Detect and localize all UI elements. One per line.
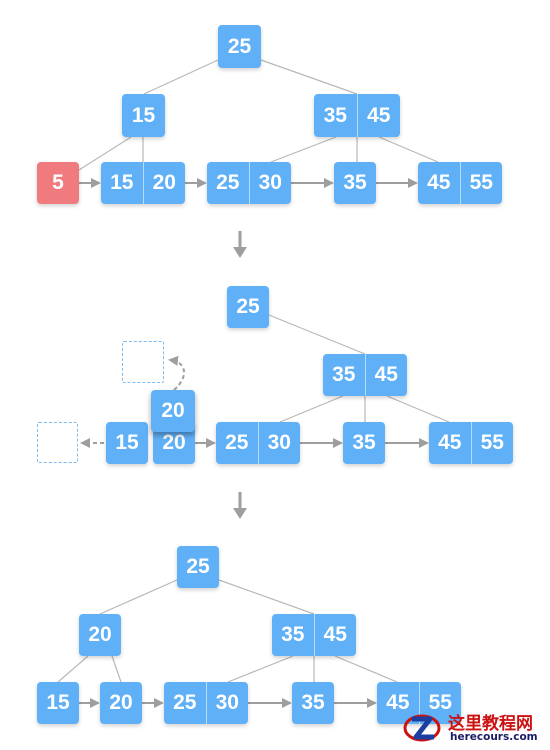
s1-leaf: 45 55 <box>418 162 502 204</box>
watermark-logo-icon <box>403 714 441 742</box>
tree-edge <box>227 655 294 683</box>
key: 45 <box>386 691 410 714</box>
key: 35 <box>281 623 305 646</box>
s1-internal-left: 15 <box>122 94 165 137</box>
s3-leaf: 15 <box>37 682 79 724</box>
key: 15 <box>131 103 156 127</box>
key: 25 <box>216 171 240 194</box>
move-arrow <box>168 355 185 391</box>
key: 5 <box>52 171 64 194</box>
tree-edge <box>378 136 439 163</box>
key: 30 <box>257 422 301 464</box>
key: 20 <box>142 162 186 204</box>
tree-edge <box>218 579 315 615</box>
s3-internal-right: 35 45 <box>272 614 356 656</box>
tree-edge <box>78 136 132 171</box>
s2-root-node: 25 <box>227 286 269 328</box>
tree-edge <box>279 395 344 423</box>
key: 30 <box>248 162 292 204</box>
s3-leaf: 25 30 <box>164 682 248 724</box>
tree-edge <box>260 59 358 95</box>
key: 45 <box>313 614 357 656</box>
key: 45 <box>427 171 451 194</box>
key: 20 <box>88 623 112 646</box>
down-arrow-1 <box>233 231 247 258</box>
key: 15 <box>110 171 134 194</box>
key: 45 <box>364 354 408 396</box>
s3-leaf: 20 <box>100 682 142 724</box>
s2-leaf: 45 55 <box>429 422 513 464</box>
key: 20 <box>162 431 186 454</box>
key: 25 <box>186 555 210 578</box>
key: 45 <box>356 94 401 137</box>
key: 55 <box>459 162 503 204</box>
key: 55 <box>470 422 514 464</box>
s1-leaf: 15 20 <box>101 162 185 204</box>
watermark-url: herecours.com <box>450 731 538 743</box>
key: 35 <box>301 691 325 714</box>
key: 35 <box>352 431 376 454</box>
key: 55 <box>418 682 462 724</box>
s3-root-node: 25 <box>177 546 219 588</box>
key: 35 <box>323 103 347 127</box>
s2-leaf: 25 30 <box>216 422 300 464</box>
down-arrow-2 <box>233 492 247 519</box>
s3-internal-left: 20 <box>79 614 121 656</box>
tree-edge <box>143 59 219 95</box>
key: 25 <box>227 34 252 58</box>
key: 35 <box>332 363 356 386</box>
s1-root-node: 25 <box>218 25 261 68</box>
key: 45 <box>438 431 462 454</box>
tree-edge <box>334 655 398 683</box>
tree-edge <box>386 395 450 423</box>
key: 20 <box>109 691 133 714</box>
key: 15 <box>115 431 139 454</box>
s1-leaf-deleted: 5 <box>37 162 79 204</box>
tree-edge <box>268 314 366 355</box>
s2-leaf: 15 <box>106 422 148 464</box>
key: 15 <box>46 691 70 714</box>
tree-edge <box>57 655 89 683</box>
tree-edge <box>270 136 337 163</box>
tree-edge <box>99 579 178 615</box>
watermark-title: 这里教程网 <box>448 714 533 734</box>
s2-moving-key: 20 <box>151 390 195 432</box>
empty-slot-internal <box>122 341 164 383</box>
s1-leaf: 25 30 <box>207 162 291 204</box>
empty-slot-leaf <box>37 422 78 463</box>
key: 25 <box>236 295 260 318</box>
key: 25 <box>173 691 197 714</box>
s1-leaf: 35 <box>334 162 376 204</box>
s1-internal-right: 35 45 <box>314 94 400 137</box>
tree-edge <box>111 655 122 683</box>
key: 30 <box>205 682 249 724</box>
s2-leaf: 35 <box>343 422 385 464</box>
key: 35 <box>343 171 367 194</box>
key: 25 <box>225 431 249 454</box>
key: 20 <box>161 399 185 422</box>
s3-leaf: 35 <box>292 682 334 724</box>
s2-internal-right: 35 45 <box>323 354 407 396</box>
